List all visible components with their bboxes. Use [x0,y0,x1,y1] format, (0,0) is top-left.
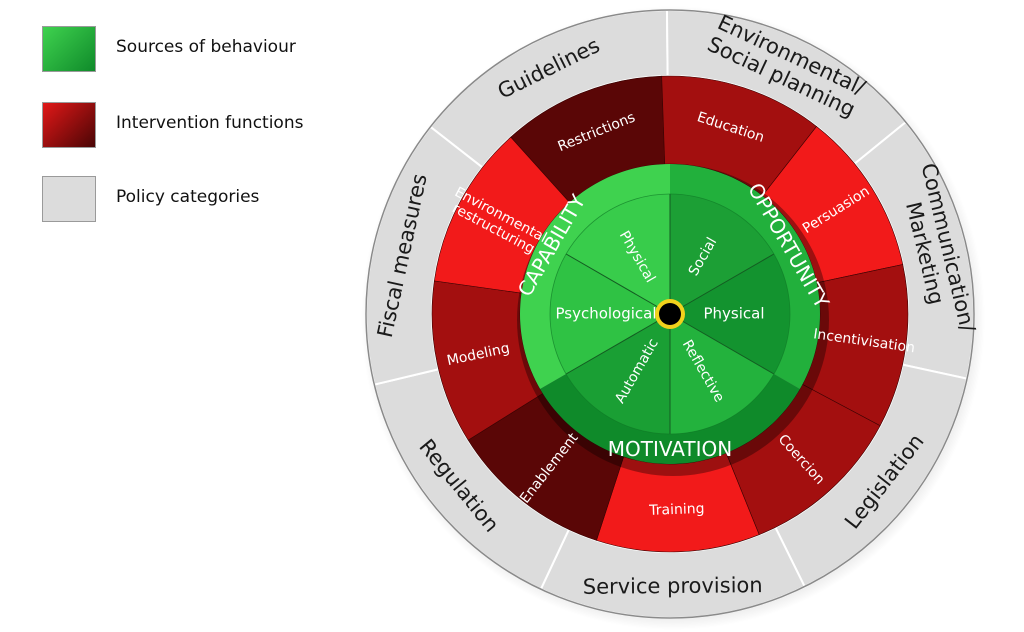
sub-sector-capability-a [550,254,670,374]
component-label-motivation: MOTIVATION [608,437,732,461]
legend-label-interventions: Intervention functions [116,113,304,133]
center-hub [655,299,685,329]
legend-item-policies: Policy categories [42,176,362,224]
outer-border [365,9,975,619]
legend: Sources of behaviour Intervention functi… [0,0,360,260]
policy-label-service-provision: Service provision [583,573,763,599]
intervention-ring [431,75,909,553]
legend-swatch-policies [42,176,96,222]
divider-line [669,253,775,315]
sub-sector-motivation-a [670,314,774,434]
sub-sector-opportunity-a [670,194,774,314]
legend-swatch-interventions [42,102,96,148]
sub-ring-border [549,193,791,435]
sub-sector-capability-b [566,194,670,314]
legend-label-policies: Policy categories [116,187,260,207]
sub-label-capability-psychological: Psychological [555,305,656,323]
legend-item-sources: Sources of behaviour [42,26,362,74]
divider-line [565,253,671,315]
policy-ring [365,9,975,619]
divider-line [565,313,671,375]
legend-label-sources: Sources of behaviour [116,37,296,57]
intervention-label-training: Training [648,501,705,519]
sub-label-opportunity-physical: Physical [703,305,764,323]
legend-item-interventions: Intervention functions [42,102,362,150]
sub-sector-motivation-b [566,314,670,434]
legend-swatch-sources [42,26,96,72]
divider-lines [549,193,791,435]
sub-sectors [550,194,790,434]
hub-center [659,303,681,325]
sub-sector-opportunity-b [670,254,790,374]
divider-line [669,313,775,375]
